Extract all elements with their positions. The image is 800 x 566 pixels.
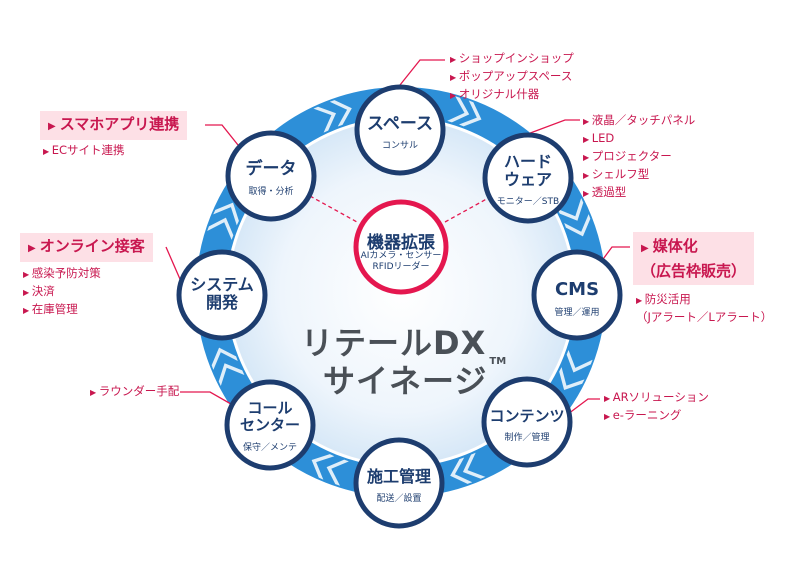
system-annotation-list: 感染予防対策 決済 在庫管理 bbox=[23, 265, 101, 319]
ring-chevron-7 bbox=[450, 457, 473, 484]
ring-chevron-4 bbox=[566, 349, 593, 373]
space-item-1: ショップインショップ bbox=[450, 50, 574, 68]
node-system-circle bbox=[176, 249, 268, 341]
node-sekou-circle bbox=[353, 437, 445, 529]
center-node bbox=[353, 199, 449, 295]
data-item-1: ECサイト連携 bbox=[43, 142, 125, 160]
cms-highlight-text1: 媒体化 bbox=[652, 237, 698, 255]
triangle-icon: ▶ bbox=[641, 243, 649, 254]
dash-to-hard bbox=[444, 195, 493, 223]
node-cms-title: CMS bbox=[554, 279, 600, 300]
cms-item-1: 防災活用 bbox=[636, 291, 772, 309]
node-sekou-sub: 配送／設置 bbox=[376, 494, 422, 504]
hard-annotation-list: 液晶／タッチパネル LED プロジェクター シェルフ型 透過型 bbox=[583, 112, 696, 202]
node-space-title: スペース bbox=[367, 114, 433, 134]
node-hard-title-line2: ウェア bbox=[503, 169, 553, 189]
node-data-title: データ bbox=[245, 159, 297, 179]
node-data-sub: 取得・分析 bbox=[248, 187, 294, 197]
system-item-2: 決済 bbox=[23, 283, 101, 301]
system-highlight-text: オンライン接客 bbox=[39, 237, 145, 255]
node-hard-sub: モニター／STB bbox=[496, 197, 560, 207]
ring-chevron-14 bbox=[313, 106, 337, 133]
main-title-line2: サイネージTM bbox=[323, 356, 506, 402]
triangle-icon: ▶ bbox=[48, 121, 56, 132]
ring-chevron-11 bbox=[211, 347, 238, 370]
hard-item-5: 透過型 bbox=[583, 184, 695, 202]
ring-chevron-2 bbox=[557, 198, 584, 221]
ring-chevron-3 bbox=[564, 214, 591, 237]
cms-highlight-text2: （広告枠販売） bbox=[641, 262, 747, 280]
ring-chevron-10 bbox=[218, 363, 245, 386]
trademark-mark: TM bbox=[489, 356, 507, 367]
data-annotation-list: ECサイト連携 bbox=[43, 142, 125, 160]
center-dashed-lines bbox=[309, 195, 493, 223]
hard-item-1: 液晶／タッチパネル bbox=[583, 112, 696, 130]
cms-item-2: （Jアラート／Lアラート） bbox=[636, 310, 773, 324]
call-item-1: ラウンダー手配 bbox=[90, 383, 180, 401]
node-system-title-line1: システム bbox=[190, 275, 254, 294]
cms-highlight-box: ▶媒体化 （広告枠販売） bbox=[633, 232, 755, 285]
node-contents-sub: 制作／管理 bbox=[504, 433, 550, 443]
contents-item-1: ARソリューション bbox=[604, 389, 709, 407]
node-system-title-line2: 開発 bbox=[205, 292, 238, 312]
node-hard-title-line1: ハード bbox=[503, 152, 553, 171]
space-connector bbox=[399, 59, 445, 86]
center-sub-line1: AIカメラ・センサー bbox=[360, 251, 442, 261]
space-item-3: オリジナル什器 bbox=[450, 86, 574, 104]
node-call-circle bbox=[224, 379, 316, 471]
ring-chevron-0 bbox=[447, 96, 470, 123]
node-cms-circle bbox=[531, 249, 623, 341]
node-circles bbox=[176, 84, 623, 529]
ring-chevron-1 bbox=[458, 100, 482, 127]
ring-chevron-15 bbox=[329, 100, 352, 127]
hard-item-4: シェルフ型 bbox=[583, 166, 695, 184]
triangle-icon: ▶ bbox=[28, 243, 36, 254]
ring-chevron-12 bbox=[207, 217, 234, 240]
ring-chevron-8 bbox=[326, 459, 349, 486]
ring-chevron-13 bbox=[213, 202, 239, 226]
hard-item-2: LED bbox=[583, 130, 695, 148]
node-contents-circle bbox=[481, 376, 573, 468]
node-system-title: システム 開発 bbox=[190, 276, 254, 312]
node-call-title-line1: コール bbox=[247, 399, 293, 417]
node-space-circle bbox=[354, 84, 446, 176]
center-sub-line2: RFIDリーダー bbox=[372, 262, 430, 273]
main-title-line2-text: サイネージ bbox=[323, 362, 488, 400]
node-space-sub: コンサル bbox=[381, 141, 419, 151]
data-highlight-box: ▶スマホアプリ連携 bbox=[40, 111, 188, 140]
node-cms-sub: 管理／運用 bbox=[554, 308, 600, 318]
data-highlight-text: スマホアプリ連携 bbox=[59, 115, 180, 133]
node-hard-title: ハード ウェア bbox=[504, 153, 552, 189]
node-hard-circle bbox=[482, 132, 574, 224]
center-subtitle: AIカメラ・センサー RFIDリーダー bbox=[361, 251, 442, 274]
space-annotation-list: ショップインショップ ポップアップスペース オリジナル什器 bbox=[450, 50, 574, 104]
system-item-3: 在庫管理 bbox=[23, 301, 101, 319]
contents-annotation-list: ARソリューション e-ラーニング bbox=[604, 389, 709, 425]
contents-item-2: e-ラーニング bbox=[604, 407, 709, 425]
cms-annotation-list: 防災活用 （Jアラート／Lアラート） bbox=[636, 291, 772, 326]
system-item-1: 感染予防対策 bbox=[23, 265, 101, 283]
node-contents-title: コンテンツ bbox=[489, 407, 565, 425]
node-data-circle bbox=[225, 130, 317, 222]
node-call-title-line2: センター bbox=[239, 415, 301, 434]
ring-chevron-9 bbox=[311, 454, 335, 480]
node-call-sub: 保守／メンテ bbox=[242, 443, 298, 453]
center-title: 機器拡張 bbox=[367, 233, 435, 253]
node-call-title: コール センター bbox=[240, 400, 300, 434]
dash-to-data bbox=[309, 195, 358, 223]
cms-highlight-line1: ▶媒体化 bbox=[641, 235, 746, 260]
hard-connector bbox=[524, 119, 580, 136]
node-sekou-title: 施工管理 bbox=[366, 467, 432, 486]
ring-chevron-6 bbox=[462, 452, 486, 479]
main-title-line1: リテールDX bbox=[301, 324, 487, 362]
space-item-2: ポップアップスペース bbox=[450, 68, 574, 86]
system-highlight-box: ▶オンライン接客 bbox=[20, 233, 153, 262]
ring-chevrons bbox=[207, 96, 593, 486]
call-annotation-list: ラウンダー手配 bbox=[90, 383, 180, 401]
ring-chevron-5 bbox=[559, 367, 585, 391]
hard-item-3: プロジェクター bbox=[583, 148, 695, 166]
